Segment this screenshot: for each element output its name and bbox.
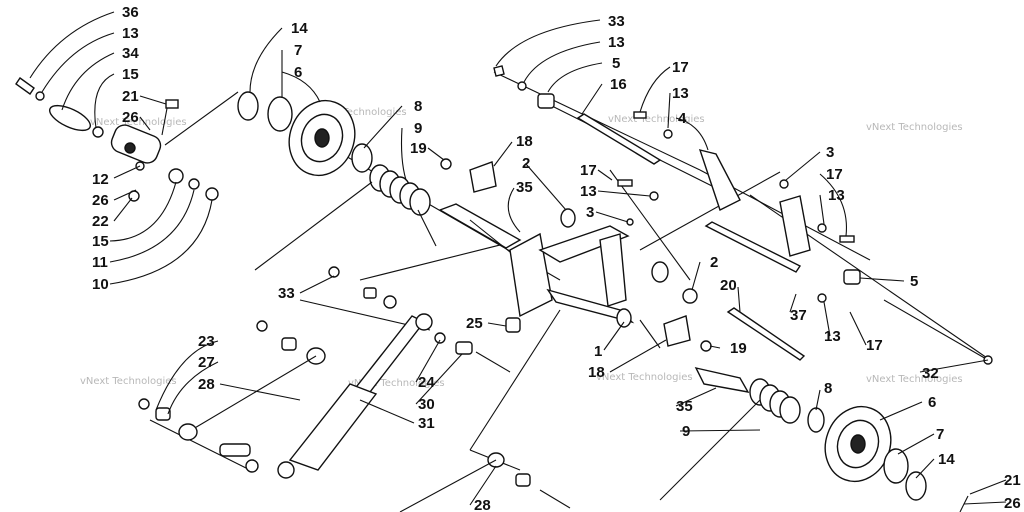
callout-18: 18 xyxy=(588,364,605,381)
callout-1: 1 xyxy=(594,343,602,360)
callout-19: 19 xyxy=(730,340,747,357)
callout-9: 9 xyxy=(682,423,690,440)
callout-30: 30 xyxy=(418,396,435,413)
callout-35: 35 xyxy=(516,179,533,196)
callout-14: 14 xyxy=(291,20,308,37)
callout-33: 33 xyxy=(278,285,295,302)
callout-labels: 36 13 34 15 21 26 12 26 22 15 11 10 14 7… xyxy=(92,4,1021,512)
lower-links xyxy=(138,266,571,512)
callout-27: 27 xyxy=(198,354,215,371)
upper-right-rail xyxy=(493,65,741,211)
upper-idler-wheel xyxy=(237,91,373,177)
callout-13: 13 xyxy=(824,328,841,345)
callout-15: 15 xyxy=(92,233,109,250)
callout-32: 32 xyxy=(922,365,939,382)
callout-11: 11 xyxy=(92,254,108,271)
callout-36: 36 xyxy=(122,4,139,21)
callout-28: 28 xyxy=(198,376,215,393)
callout-2: 2 xyxy=(710,254,718,271)
callout-17: 17 xyxy=(826,166,843,183)
callout-10: 10 xyxy=(92,276,109,293)
callout-24: 24 xyxy=(418,374,435,391)
callout-3: 3 xyxy=(826,144,834,161)
callout-21: 21 xyxy=(122,88,139,105)
upper-cross-shaft xyxy=(438,203,522,261)
callout-22: 22 xyxy=(92,213,109,230)
callout-8: 8 xyxy=(414,98,422,115)
callout-33: 33 xyxy=(608,13,625,30)
callout-13: 13 xyxy=(608,34,625,51)
callout-34: 34 xyxy=(122,45,139,62)
callout-18: 18 xyxy=(516,133,533,150)
callout-12: 12 xyxy=(92,171,109,188)
watermark-4: vNext Technologies xyxy=(866,122,963,133)
callout-2: 2 xyxy=(522,155,530,172)
upper-torsion-spring xyxy=(254,164,437,271)
callout-17: 17 xyxy=(866,337,883,354)
shock-absorber xyxy=(277,313,511,479)
watermark-5: vNext Technologies xyxy=(80,376,177,387)
callout-13: 13 xyxy=(122,25,139,42)
callout-35: 35 xyxy=(676,398,693,415)
callout-23: 23 xyxy=(198,333,215,350)
bracket-assembly xyxy=(15,77,219,202)
callout-13: 13 xyxy=(672,85,689,102)
callout-20: 20 xyxy=(720,277,737,294)
callout-14: 14 xyxy=(938,451,955,468)
callout-9: 9 xyxy=(414,120,422,137)
callout-4: 4 xyxy=(678,110,687,127)
callout-7: 7 xyxy=(294,42,302,59)
callout-26: 26 xyxy=(122,109,139,126)
watermark-7: vNext Technologies xyxy=(596,372,693,383)
center-frame xyxy=(509,208,669,328)
callout-16: 16 xyxy=(610,76,627,93)
callout-21: 21 xyxy=(1004,472,1021,489)
callout-5: 5 xyxy=(910,273,918,290)
watermark-6: vNext Technologies xyxy=(348,378,445,389)
callout-31: 31 xyxy=(418,415,435,432)
watermark-8: vNext Technologies xyxy=(866,374,963,385)
watermark-3: vNext Technologies xyxy=(608,114,705,125)
callout-7: 7 xyxy=(936,426,944,443)
callout-5: 5 xyxy=(612,55,620,72)
callout-13: 13 xyxy=(828,187,845,204)
callout-15: 15 xyxy=(122,66,139,83)
callout-19: 19 xyxy=(410,140,427,157)
callout-37: 37 xyxy=(790,307,807,324)
callout-6: 6 xyxy=(928,394,936,411)
callout-26: 26 xyxy=(1004,495,1021,512)
watermark-2: vNext Technologies xyxy=(310,107,407,118)
side-plates xyxy=(440,158,712,352)
callout-25: 25 xyxy=(466,315,483,332)
lower-spring-and-wheel xyxy=(659,366,969,512)
callout-3: 3 xyxy=(586,204,594,221)
leader-lines xyxy=(29,11,1007,506)
callout-17: 17 xyxy=(672,59,689,76)
right-rail-brackets xyxy=(617,179,993,365)
callout-6: 6 xyxy=(294,64,302,81)
callout-26: 26 xyxy=(92,192,109,209)
watermark-1: vNext Technologies xyxy=(90,117,187,128)
callout-13: 13 xyxy=(580,183,597,200)
watermarks: vNext Technologies vNext Technologies vN… xyxy=(80,107,963,389)
callout-28: 28 xyxy=(474,497,491,512)
callout-8: 8 xyxy=(824,380,832,397)
callout-17: 17 xyxy=(580,162,597,179)
